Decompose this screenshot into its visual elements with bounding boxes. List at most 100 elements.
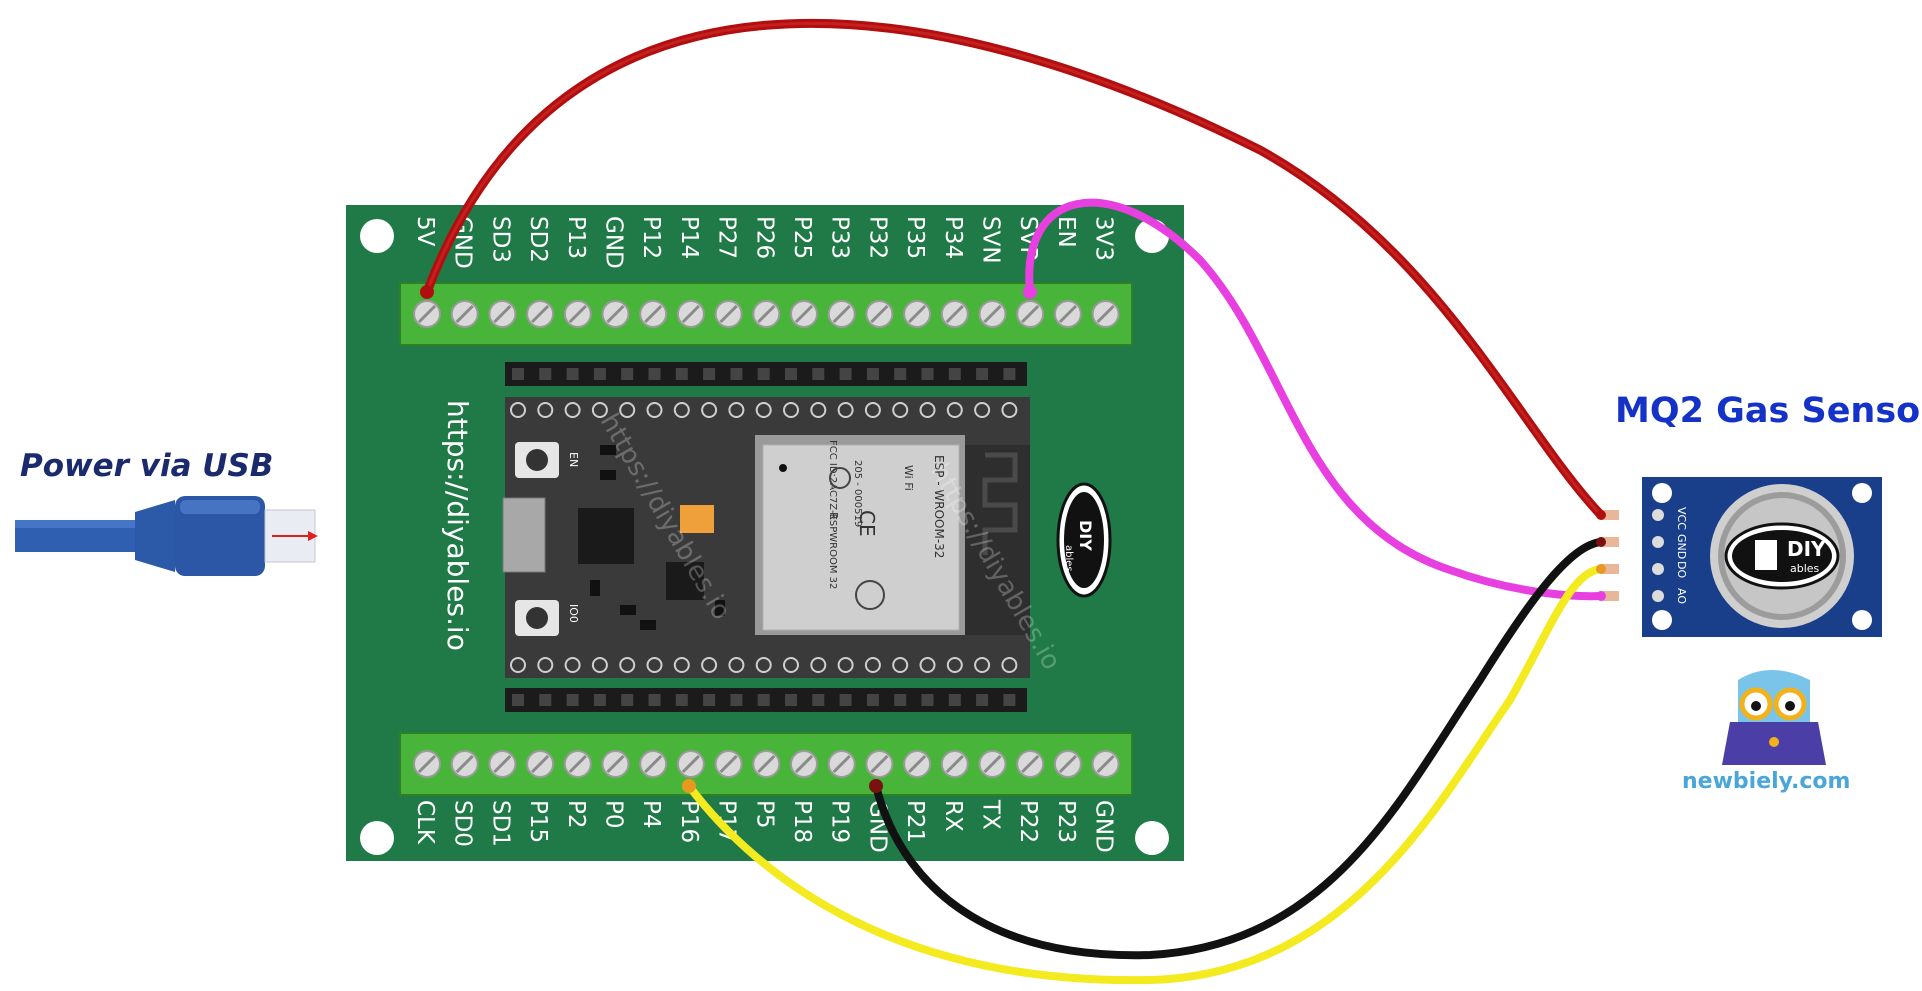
devkit-pin-hole bbox=[919, 402, 936, 418]
header-socket bbox=[593, 694, 606, 706]
wire-gnd-gnd bbox=[872, 538, 1605, 960]
devkit-pin-hole bbox=[755, 657, 772, 673]
devkit-pin-hole bbox=[810, 402, 827, 418]
header-socket bbox=[675, 694, 688, 706]
devkit-pin-hole bbox=[755, 402, 772, 418]
header-socket bbox=[703, 368, 716, 380]
header-socket bbox=[812, 694, 825, 706]
devkit-pin-hole bbox=[1001, 402, 1018, 418]
svg-text:DIY: DIY bbox=[1076, 520, 1095, 551]
header-socket bbox=[948, 694, 961, 706]
mount-hole bbox=[360, 821, 394, 855]
ground-symbol bbox=[829, 467, 851, 489]
devkit-pin-hole bbox=[619, 402, 636, 418]
pin-label-bottom-p4: P4 bbox=[638, 800, 664, 829]
pin-label-bottom-sd0: SD0 bbox=[450, 800, 476, 847]
header-socket bbox=[539, 694, 552, 706]
pin-label-bottom-clk: CLK bbox=[412, 800, 438, 845]
devkit-pin-hole bbox=[591, 402, 608, 418]
pin-label-bottom-p19: P19 bbox=[827, 800, 853, 843]
pin-label-top-p33: P33 bbox=[827, 216, 853, 259]
devkit-pin-hole bbox=[892, 657, 909, 673]
header-socket bbox=[621, 368, 634, 380]
sensor-logo-line1: DIY bbox=[1787, 537, 1826, 561]
header-socket bbox=[839, 368, 852, 380]
devkit-pin-hole bbox=[783, 402, 799, 418]
header-socket bbox=[1003, 368, 1016, 380]
devkit-pin-hole bbox=[1001, 657, 1018, 673]
mount-hole bbox=[360, 219, 394, 253]
module-cert2: 205 - 000519 bbox=[852, 460, 863, 527]
header-socket bbox=[948, 368, 961, 380]
header-socket bbox=[894, 368, 907, 380]
pin-label-top-p27: P27 bbox=[714, 216, 740, 259]
pin-label-bottom-gnd: GND bbox=[1091, 800, 1117, 853]
power-label: Power via USB bbox=[20, 448, 273, 484]
devkit-pin-hole bbox=[537, 657, 554, 673]
module-model: ESP - WROOM-32 bbox=[932, 455, 946, 558]
header-socket bbox=[976, 694, 989, 706]
devkit-pin-hole bbox=[701, 402, 718, 418]
header-socket bbox=[730, 368, 743, 380]
devkit-pin-hole bbox=[974, 657, 991, 673]
pin-label-top-p13: P13 bbox=[563, 216, 589, 259]
board-diyables-logo: DIY ables bbox=[1056, 482, 1112, 598]
sensor-title: MQ2 Gas Sensor bbox=[1615, 391, 1922, 431]
module-cert1: FCC ID:2AC7Z-ESPWROOM 32 bbox=[827, 440, 838, 589]
header-socket bbox=[566, 368, 579, 380]
devkit-pin-hole bbox=[537, 402, 554, 418]
devkit-pin-hole bbox=[837, 402, 854, 418]
board-url: https://diyables.io bbox=[441, 400, 474, 651]
recycle-bin-icon bbox=[855, 580, 885, 610]
mascot-site: newbiely.com bbox=[1682, 769, 1850, 794]
header-socket bbox=[866, 368, 879, 380]
header-socket bbox=[757, 694, 770, 706]
header-socket bbox=[566, 694, 579, 706]
sensor-pin-gnd: GND bbox=[1675, 534, 1688, 559]
devkit-pin-hole bbox=[892, 402, 909, 418]
header-socket bbox=[894, 694, 907, 706]
header-socket bbox=[512, 694, 524, 706]
pin-label-top-p32: P32 bbox=[864, 216, 890, 259]
pin-label-top-5v: 5V bbox=[412, 216, 438, 247]
header-socket bbox=[621, 694, 634, 706]
pin-label-bottom-p23: P23 bbox=[1053, 800, 1079, 843]
devkit-pin-hole bbox=[510, 402, 526, 418]
header-socket bbox=[1003, 694, 1016, 706]
newbiely-logo: newbiely.com bbox=[1682, 670, 1850, 794]
header-socket bbox=[785, 694, 797, 706]
pin-label-top-p35: P35 bbox=[902, 216, 928, 259]
io0-button-label: IO0 bbox=[567, 604, 580, 623]
header-socket bbox=[921, 368, 934, 380]
pin-label-top-gnd: GND bbox=[601, 216, 627, 269]
pin-label-top-svn: SVN bbox=[978, 216, 1004, 264]
wifi-logo: Wi Fi bbox=[902, 465, 915, 491]
pin-label-bottom-p2: P2 bbox=[563, 800, 589, 829]
header-socket bbox=[866, 694, 879, 706]
pin-label-bottom-tx: TX bbox=[978, 799, 1004, 830]
pin-label-bottom-p21: P21 bbox=[902, 800, 928, 843]
devkit-pin-hole bbox=[946, 402, 963, 418]
pin-label-top-sd3: SD3 bbox=[487, 216, 513, 263]
usb-cable bbox=[15, 496, 318, 576]
header-socket bbox=[730, 694, 743, 706]
sensor-logo-line2: ables bbox=[1790, 562, 1820, 575]
header-socket bbox=[512, 368, 524, 380]
header-socket bbox=[539, 368, 552, 380]
devkit-pin-hole bbox=[646, 657, 663, 673]
header-socket bbox=[839, 694, 852, 706]
devkit-pin-hole bbox=[837, 657, 854, 673]
devkit-pin-hole bbox=[673, 657, 690, 673]
devkit-pin-hole bbox=[864, 402, 881, 418]
svg-text:ables: ables bbox=[1063, 545, 1074, 572]
devkit-pin-hole bbox=[728, 657, 745, 673]
header-socket bbox=[648, 368, 661, 380]
pin-label-top-p12: P12 bbox=[638, 216, 664, 259]
pin-label-bottom-p5: P5 bbox=[751, 800, 777, 829]
pin-label-top-p14: P14 bbox=[676, 216, 702, 259]
devkit-pin-hole bbox=[619, 657, 636, 673]
header-socket bbox=[703, 694, 716, 706]
devkit-pin-hole bbox=[591, 657, 608, 673]
devkit-pin-hole bbox=[728, 402, 745, 418]
